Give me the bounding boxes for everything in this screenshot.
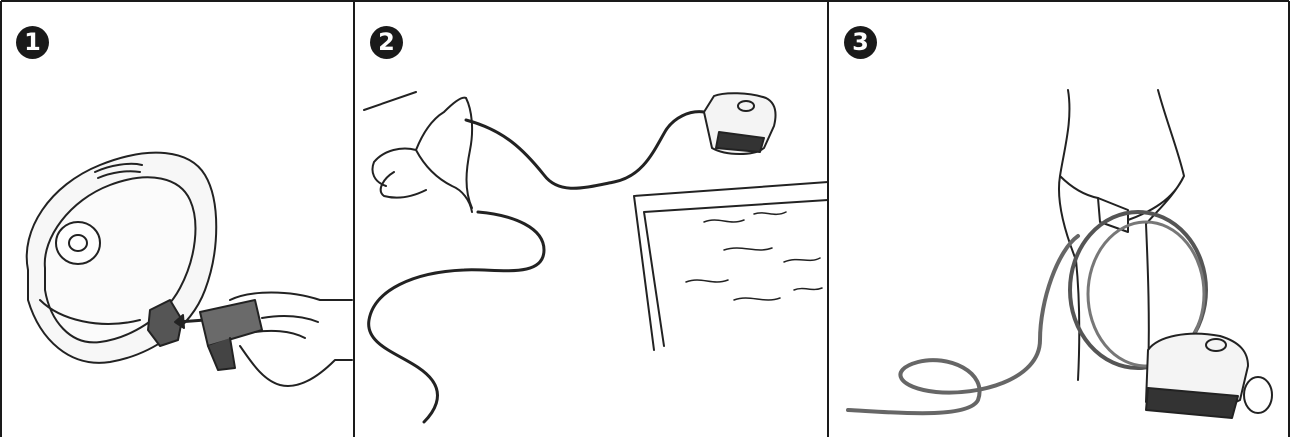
water-ripples <box>686 212 822 300</box>
step-2-illustration <box>354 0 828 437</box>
step-3-illustration <box>828 0 1290 437</box>
step-1-illustration <box>0 0 354 437</box>
power-cable <box>466 112 704 189</box>
pool-edge <box>634 182 828 350</box>
step-1-panel: 1 <box>0 0 354 437</box>
step-3-panel: 3 <box>828 0 1290 437</box>
step-2-panel: 2 <box>354 0 828 437</box>
crouching-person <box>373 98 473 212</box>
